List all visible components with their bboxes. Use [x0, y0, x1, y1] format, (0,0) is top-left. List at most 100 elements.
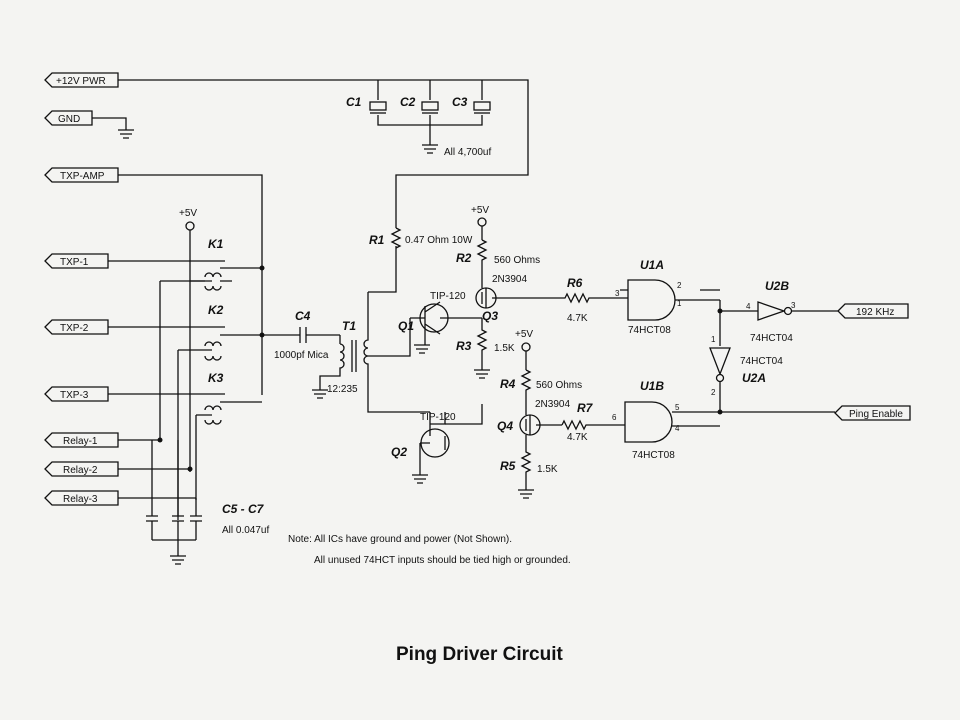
capacitor-c3: C3: [452, 95, 491, 114]
svg-text:U1A: U1A: [640, 258, 664, 272]
relay-k2: K2: [108, 303, 265, 520]
svg-text:Q4: Q4: [497, 419, 513, 433]
resistor-r7: R7 4.7K: [561, 401, 628, 443]
plus5v-relays: +5V: [179, 208, 197, 472]
svg-text:3: 3: [615, 289, 620, 298]
capacitor-c2: C2: [400, 95, 439, 114]
svg-text:2N3904: 2N3904: [492, 274, 527, 285]
svg-text:1000pf Mica: 1000pf Mica: [274, 350, 329, 361]
svg-text:R2: R2: [456, 251, 472, 265]
resistor-r3: R3 1.5K: [456, 318, 515, 379]
svg-text:C3: C3: [452, 95, 468, 109]
svg-text:U2B: U2B: [765, 279, 789, 293]
svg-text:U2A: U2A: [742, 371, 766, 385]
capacitor-c1: C1: [346, 95, 387, 114]
svg-text:Relay-3: Relay-3: [63, 494, 98, 505]
transistor-q4: Q4 2N3904: [497, 399, 570, 436]
gate-u1a: U1A 74HCT08 3 2 1: [615, 258, 720, 336]
transformer-t1: T1 12:235: [312, 246, 430, 413]
capacitors-c5-c7: C5 - C7 All 0.047uf: [146, 440, 269, 565]
gnd-symbol-caps: [422, 144, 438, 154]
svg-text:74HCT08: 74HCT08: [632, 450, 675, 461]
svg-text:C5 - C7: C5 - C7: [222, 502, 265, 516]
svg-text:3: 3: [791, 301, 796, 310]
relay-k1: K1: [108, 237, 265, 440]
svg-text:C2: C2: [400, 95, 416, 109]
connector-ping-enable: Ping Enable: [834, 405, 911, 421]
connector-txp-1: TXP-1: [44, 253, 109, 269]
svg-text:R1: R1: [369, 233, 385, 247]
svg-text:1.5K: 1.5K: [537, 464, 558, 475]
svg-text:U1B: U1B: [640, 379, 664, 393]
svg-text:192 KHz: 192 KHz: [856, 307, 894, 318]
svg-text:74HCT04: 74HCT04: [750, 333, 793, 344]
svg-text:+5V: +5V: [179, 208, 197, 219]
connector-txp-2: TXP-2: [44, 319, 109, 335]
note-line-2: All unused 74HCT inputs should be tied h…: [314, 555, 571, 566]
gate-u2a: U2A 74HCT04 1 2: [709, 300, 783, 415]
connector-gnd: GND: [44, 110, 93, 126]
svg-text:TXP-AMP: TXP-AMP: [60, 171, 105, 182]
wires-txp-amp: [118, 174, 263, 395]
plus5v-q4: +5V: [515, 329, 533, 370]
svg-text:Q2: Q2: [391, 445, 407, 459]
svg-text:5: 5: [675, 403, 680, 412]
svg-text:Relay-1: Relay-1: [63, 436, 98, 447]
diagram-title: Ping Driver Circuit: [396, 644, 563, 665]
transistor-q1: Q1 TIP-120: [398, 291, 482, 354]
svg-text:0.47 Ohm 10W: 0.47 Ohm 10W: [405, 235, 473, 246]
svg-text:All 0.047uf: All 0.047uf: [222, 525, 269, 536]
svg-text:74HCT04: 74HCT04: [740, 356, 783, 367]
svg-text:C4: C4: [295, 309, 311, 323]
svg-text:K3: K3: [208, 371, 224, 385]
svg-text:K1: K1: [208, 237, 224, 251]
svg-text:+5V: +5V: [515, 329, 533, 340]
svg-text:GND: GND: [58, 114, 80, 125]
connector-pwr: +12V PWR: [44, 72, 119, 88]
svg-text:Ping Enable: Ping Enable: [849, 409, 903, 420]
connector-relay-1: Relay-1: [44, 432, 119, 448]
svg-text:1: 1: [677, 299, 682, 308]
resistor-r1: R1 0.47 Ohm 10W: [369, 227, 473, 249]
gate-u1b: U1B 74HCT08 6 5 4: [612, 379, 720, 461]
svg-text:2N3904: 2N3904: [535, 399, 570, 410]
resistor-r4: R4 560 Ohms: [500, 369, 582, 415]
svg-text:K2: K2: [208, 303, 224, 317]
svg-text:74HCT08: 74HCT08: [628, 325, 671, 336]
wires-power: [118, 79, 529, 228]
svg-text:1.5K: 1.5K: [494, 343, 515, 354]
svg-text:R5: R5: [500, 459, 516, 473]
resistor-r2: R2 560 Ohms: [456, 239, 540, 288]
wires-relay-coils: [118, 437, 196, 499]
relay-k3: K3: [108, 371, 262, 500]
svg-text:4.7K: 4.7K: [567, 432, 588, 443]
plus5v-q3: +5V: [471, 205, 489, 240]
caps-value-label: All 4,700uf: [444, 147, 491, 158]
svg-text:2: 2: [711, 388, 716, 397]
svg-text:6: 6: [612, 413, 617, 422]
svg-text:R6: R6: [567, 276, 583, 290]
connector-txp-3: TXP-3: [44, 386, 109, 402]
svg-text:R7: R7: [577, 401, 594, 415]
transistor-q2: Q2 TIP-120: [391, 404, 483, 484]
transistor-q3: Q3 2N3904: [475, 274, 540, 323]
gnd-symbol-connector: [92, 117, 134, 139]
svg-text:TXP-1: TXP-1: [60, 257, 89, 268]
svg-text:TIP-120: TIP-120: [420, 412, 456, 423]
svg-text:Q1: Q1: [398, 319, 414, 333]
svg-text:R4: R4: [500, 377, 516, 391]
svg-text:4: 4: [746, 302, 751, 311]
note-line-1: Note: All ICs have ground and power (Not…: [288, 534, 512, 545]
svg-text:2: 2: [677, 281, 682, 290]
svg-text:C1: C1: [346, 95, 362, 109]
svg-text:T1: T1: [342, 319, 356, 333]
resistor-r6: R6 4.7K: [540, 276, 628, 324]
svg-text:560 Ohms: 560 Ohms: [494, 255, 540, 266]
svg-text:+12V PWR: +12V PWR: [56, 76, 106, 87]
capacitor-c4: C4 1000pf Mica: [262, 309, 340, 361]
svg-text:TXP-2: TXP-2: [60, 323, 89, 334]
connector-txp-amp: TXP-AMP: [44, 167, 119, 183]
svg-text:TXP-3: TXP-3: [60, 390, 89, 401]
